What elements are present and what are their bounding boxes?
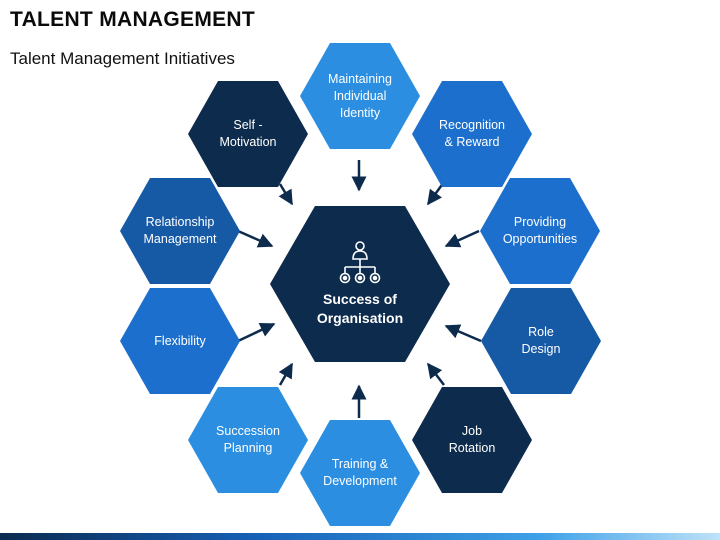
hex-training-development: Training & Development [300, 420, 420, 526]
arrow-from-job-rotation [427, 362, 445, 386]
arrow-from-flexibility [237, 322, 276, 343]
hex-label: Succession Planning [216, 424, 280, 455]
page-subtitle: Talent Management Initiatives [10, 49, 235, 68]
hex-role-design: Role Design [481, 288, 601, 394]
hex-job-rotation: Job Rotation [412, 387, 532, 493]
center-label: Success of Organisation [316, 291, 404, 326]
hex-label: Maintaining Individual Identity [328, 71, 392, 120]
center-hexagon: Success of Organisation [270, 206, 450, 362]
arrow-from-succession-planning [278, 362, 294, 386]
hex-label: Recognition & Reward [438, 118, 505, 149]
hex-providing-opportunities: Providing Opportunities [480, 178, 600, 284]
hex-label: Relationship Management [143, 215, 217, 246]
hex-label: Self - Motivation [219, 118, 277, 149]
bottom-accent-bar [0, 533, 720, 540]
hex-succession-planning: Succession Planning [188, 387, 308, 493]
hex-label: Flexibility [154, 333, 206, 348]
hex-flexibility: Flexibility [120, 288, 240, 394]
arrow-from-role-design [444, 324, 482, 343]
hex-maintaining-identity: Maintaining Individual Identity [300, 43, 420, 149]
hex-recognition-reward: Recognition & Reward [412, 81, 532, 187]
arrow-from-relationship-management [237, 229, 274, 248]
org-hierarchy-icon [339, 241, 381, 284]
hex-label: Job Rotation [448, 424, 496, 455]
arrow-from-self-motivation [278, 183, 294, 206]
page-title: TALENT MANAGEMENT [10, 8, 256, 31]
hex-label: Providing Opportunities [502, 215, 578, 246]
arrow-from-providing-opportunities [444, 229, 480, 248]
hex-label: Training & Development [323, 457, 397, 488]
hex-self-motivation: Self - Motivation [188, 81, 308, 187]
hex-relationship-management: Relationship Management [120, 178, 240, 284]
hex-label: Role Design [521, 325, 561, 356]
